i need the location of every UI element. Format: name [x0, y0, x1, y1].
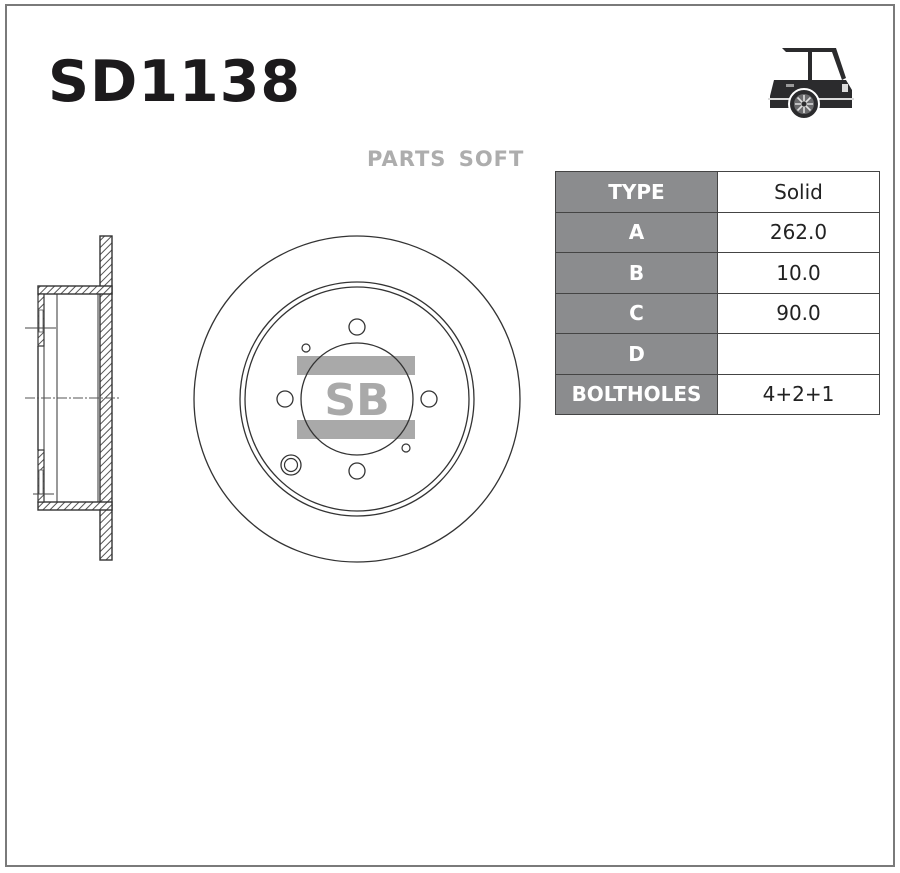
- spec-row-d: D: [555, 333, 880, 375]
- spec-value: [717, 333, 880, 375]
- spec-key: TYPE: [555, 171, 718, 213]
- spec-key: C: [555, 292, 718, 334]
- spec-value: 10.0: [717, 252, 880, 294]
- spec-row-b: B 10.0: [555, 252, 880, 294]
- spec-value: 90.0: [717, 292, 880, 334]
- car-rear-axle-icon: [768, 48, 854, 120]
- disc-front-view-drawing: SB: [193, 235, 521, 563]
- document-frame: [5, 4, 895, 867]
- disc-side-section-drawing: [25, 235, 120, 561]
- spec-key: D: [555, 333, 718, 375]
- spec-value: 262.0: [717, 211, 880, 253]
- spec-row-boltholes: BOLTHOLES 4+2+1: [555, 373, 880, 415]
- watermark: PARTS SOFT: [367, 147, 525, 171]
- sb-logo: SB: [297, 342, 415, 456]
- spec-value: Solid: [717, 171, 880, 213]
- spec-row-c: C 90.0: [555, 292, 880, 334]
- part-number-title: SD1138: [48, 49, 302, 115]
- spec-table: TYPE Solid A 262.0 B 10.0 C 90.0 D BOLTH…: [555, 171, 880, 415]
- spec-row-type: TYPE Solid: [555, 171, 880, 213]
- spec-key: BOLTHOLES: [555, 373, 718, 415]
- spec-key: B: [555, 252, 718, 294]
- spec-row-a: A 262.0: [555, 211, 880, 253]
- spec-key: A: [555, 211, 718, 253]
- sb-logo-text: SB: [324, 375, 389, 426]
- spec-value: 4+2+1: [717, 373, 880, 415]
